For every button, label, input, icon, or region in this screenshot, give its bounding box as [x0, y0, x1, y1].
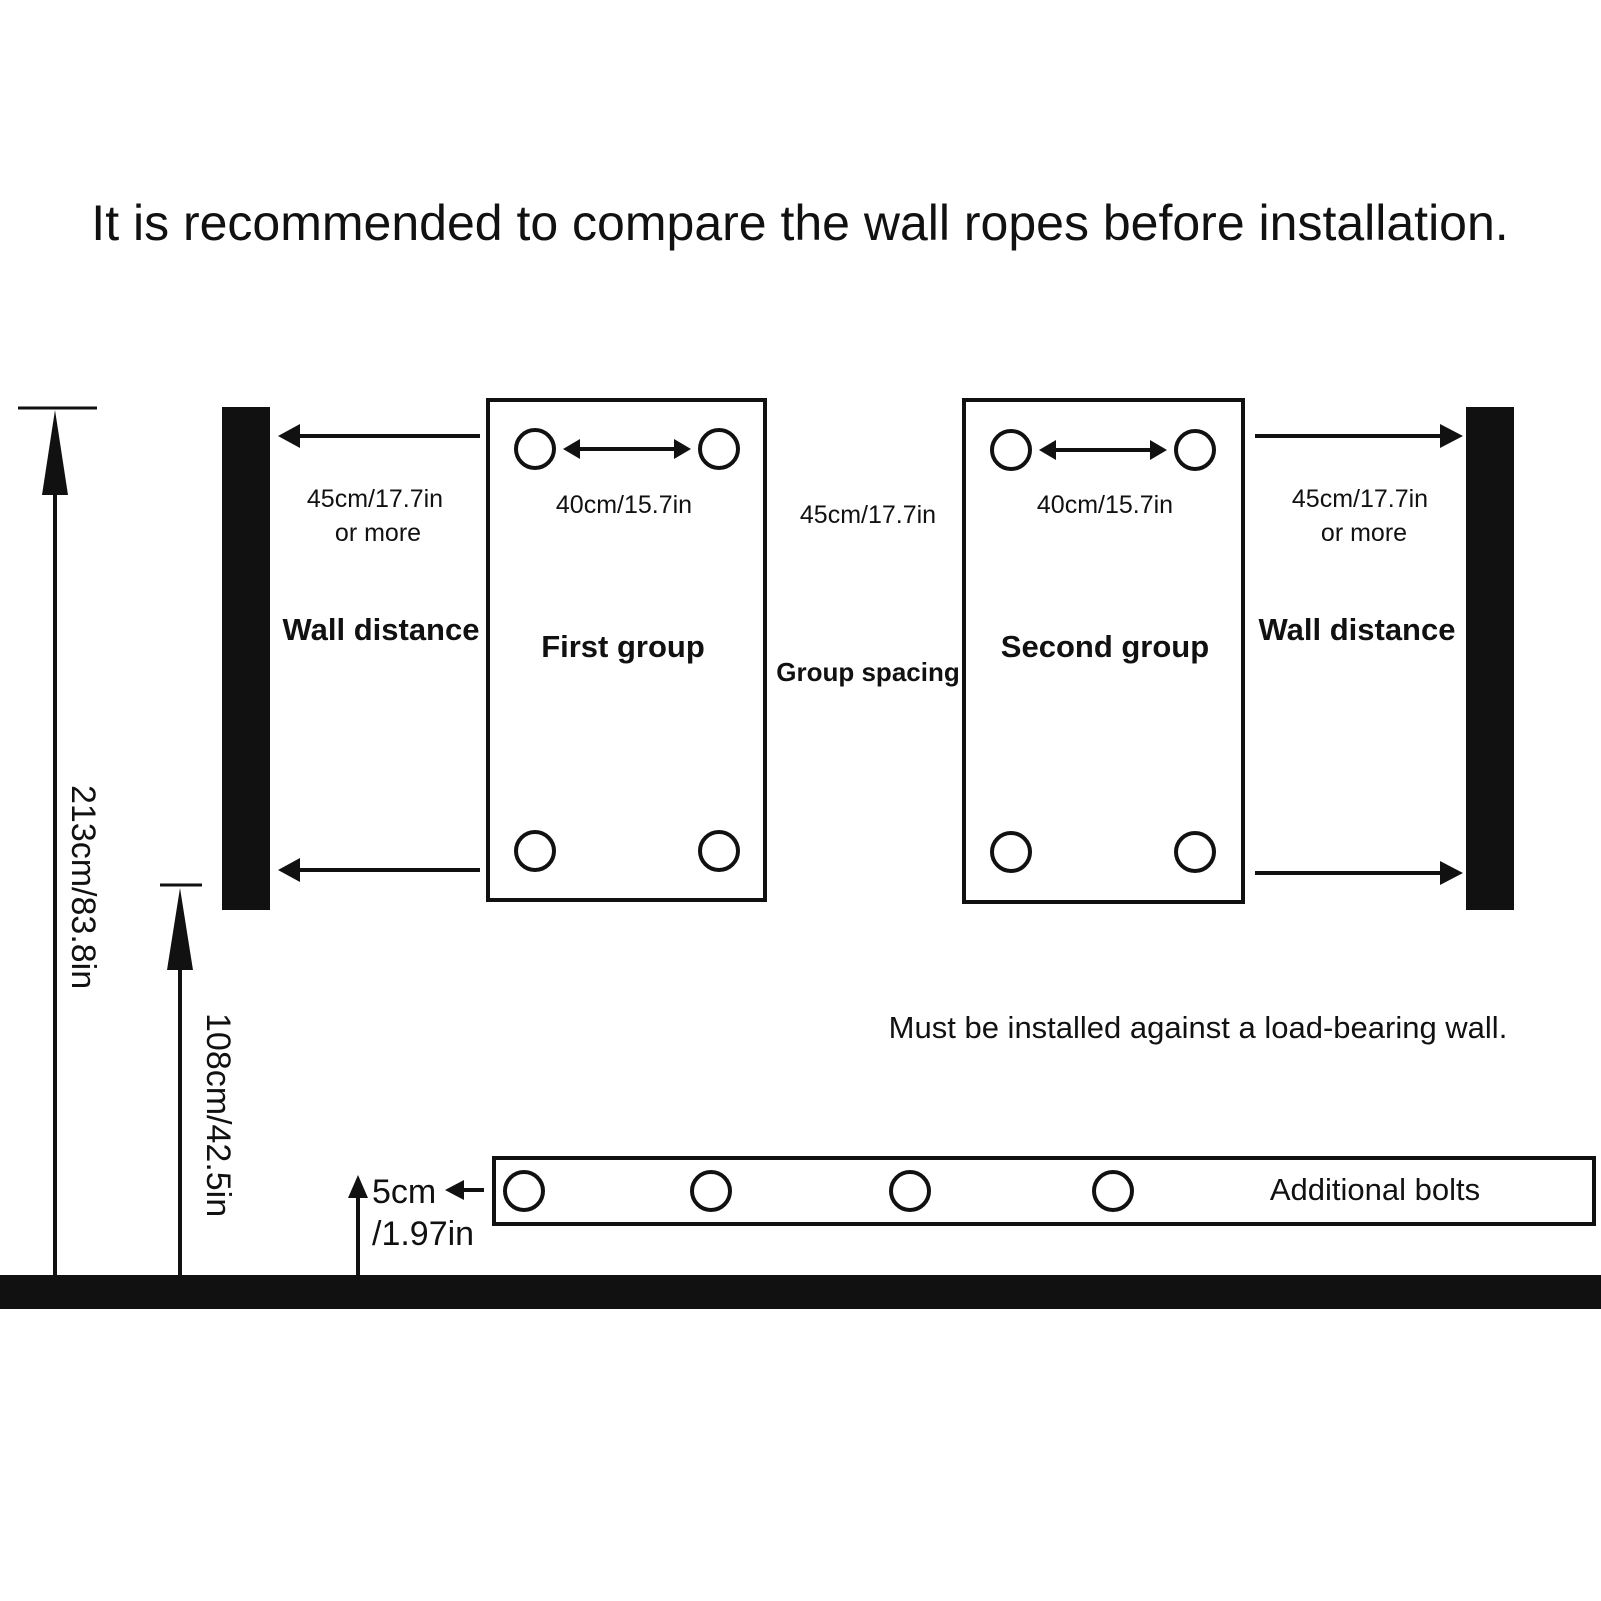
bolt-hole: [1092, 1170, 1134, 1212]
arrow-left-icon: [445, 1180, 464, 1200]
bolt-hole: [514, 830, 556, 872]
second-group-label: Second group: [1001, 629, 1209, 664]
left-wall-distance-arrows: [278, 424, 480, 882]
additional-bolts-bar: [492, 1156, 1596, 1226]
right-wall: [1466, 407, 1514, 910]
bolt-hole: [698, 428, 740, 470]
bolt-hole: [503, 1170, 545, 1212]
left-wall-distance-label: Wall distance: [283, 612, 480, 647]
floor: [0, 1275, 1601, 1309]
bolt-hole: [1174, 831, 1216, 873]
arrow-up-icon: [348, 1175, 368, 1198]
arrow-right-icon: [1440, 861, 1463, 885]
bolt-hole: [990, 831, 1032, 873]
arrow-left-icon: [563, 439, 580, 459]
left-wall-distance-value: 45cm/17.7in: [307, 485, 443, 513]
arrow-right-icon: [1150, 440, 1167, 460]
arrow-left-icon: [278, 424, 300, 448]
right-wall-distance-qualifier: or more: [1321, 519, 1407, 547]
bolt-hole: [990, 429, 1032, 471]
group-spacing-label: Group spacing: [776, 657, 959, 687]
second-group-plate: [962, 398, 1245, 904]
left-wall: [222, 407, 270, 910]
group-spacing-value: 45cm/17.7in: [800, 501, 936, 529]
lower-height-label: 108cm/42.5in: [199, 1013, 237, 1217]
arrow-left-icon: [1039, 440, 1056, 460]
bolt-offset-label-line2: /1.97in: [372, 1215, 474, 1253]
total-height-dimension: 213cm/83.8in: [18, 406, 102, 1275]
right-wall-distance-value: 45cm/17.7in: [1292, 485, 1428, 513]
arrow-right-icon: [674, 439, 691, 459]
first-group-hole-spacing: 40cm/15.7in: [556, 491, 692, 519]
additional-bolts-label: Additional bolts: [1270, 1172, 1480, 1207]
first-group-label: First group: [541, 629, 705, 664]
page-title: It is recommended to compare the wall ro…: [91, 195, 1508, 251]
lower-height-dimension: 108cm/42.5in: [160, 883, 237, 1275]
total-height-label: 213cm/83.8in: [64, 785, 102, 989]
arrow-left-icon: [278, 858, 300, 882]
left-wall-distance-qualifier: or more: [335, 519, 421, 547]
right-wall-distance-label: Wall distance: [1259, 612, 1456, 647]
arrow-up-icon: [42, 410, 68, 495]
arrow-up-icon: [167, 888, 193, 970]
load-bearing-note: Must be installed against a load-bearing…: [889, 1010, 1508, 1045]
bolt-hole: [514, 428, 556, 470]
bolt-hole: [698, 830, 740, 872]
bolt-offset-dimension: [348, 1175, 484, 1275]
first-group-plate: [486, 398, 767, 902]
second-group-hole-spacing: 40cm/15.7in: [1037, 491, 1173, 519]
arrow-right-icon: [1440, 424, 1463, 448]
bolt-offset-label-line1: 5cm: [372, 1173, 436, 1211]
bolt-hole: [1174, 429, 1216, 471]
right-wall-distance-arrows: [1255, 424, 1463, 885]
bolt-hole: [889, 1170, 931, 1212]
bolt-hole: [690, 1170, 732, 1212]
